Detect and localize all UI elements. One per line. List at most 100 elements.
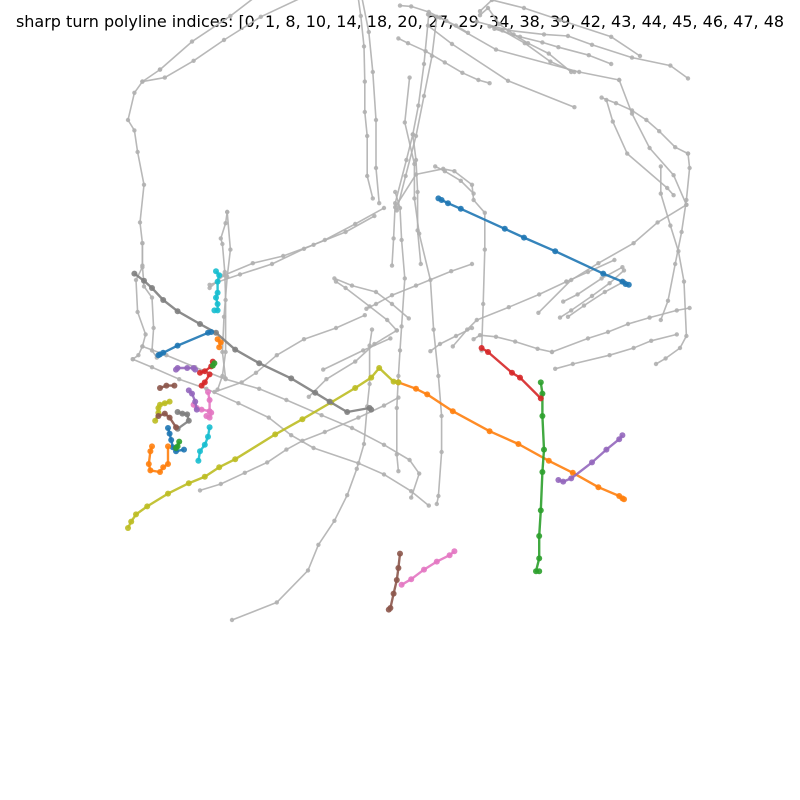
background-polyline-point: [585, 336, 591, 341]
background-polyline-point: [433, 164, 438, 169]
background-polyline-point: [685, 76, 691, 81]
background-polyline-point: [607, 281, 612, 286]
series-polyline-point: [213, 329, 219, 336]
background-polyline-point: [565, 33, 571, 39]
series-polyline-point: [395, 565, 402, 571]
background-polyline-33: [402, 75, 444, 507]
background-polyline-point: [412, 161, 417, 167]
background-polyline-point: [137, 220, 143, 225]
highlighted-polylines: [125, 195, 632, 613]
series-polyline-point: [205, 389, 211, 395]
series-polyline-point: [625, 281, 632, 288]
chart-title: sharp turn polyline indices: [0, 1, 8, 1…: [15, 12, 785, 31]
series-polyline-point: [390, 590, 397, 597]
series-polyline-point: [536, 568, 543, 575]
series-polyline-13: [209, 360, 218, 369]
background-polyline-point: [610, 119, 615, 124]
series-polyline-point: [449, 408, 456, 415]
background-polyline-line: [209, 207, 385, 286]
background-polyline-point: [397, 205, 403, 211]
background-polyline-point: [305, 568, 311, 573]
background-polyline-point: [405, 41, 411, 46]
series-polyline-26: [173, 438, 183, 451]
background-polyline-point: [493, 334, 499, 339]
background-polyline-point: [269, 261, 275, 267]
series-polyline-point: [157, 469, 163, 475]
background-polyline-point: [373, 165, 379, 171]
background-polyline-point: [556, 45, 561, 50]
background-polyline-point: [391, 236, 396, 241]
background-polyline-point: [367, 304, 372, 309]
background-polyline-point: [218, 236, 223, 241]
background-polyline-point: [417, 231, 422, 236]
series-polyline-point: [192, 398, 199, 405]
background-polyline-point: [394, 452, 399, 457]
background-polyline-point: [506, 28, 511, 33]
series-polyline-point: [393, 577, 400, 583]
series-polyline-point: [149, 443, 155, 450]
series-polyline-3: [478, 345, 544, 402]
background-polyline-point: [687, 165, 692, 171]
background-polyline-49: [599, 95, 691, 156]
background-polyline-point: [482, 210, 487, 215]
series-polyline-point: [174, 365, 181, 371]
background-polyline-point: [549, 349, 555, 355]
background-polyline-point: [449, 41, 455, 47]
background-polyline-36: [332, 276, 411, 321]
background-polyline-point: [605, 329, 611, 335]
background-polyline-point: [629, 111, 635, 116]
series-polyline-point: [537, 507, 544, 514]
series-polyline-point: [312, 389, 319, 396]
series-polyline-point: [206, 424, 213, 431]
series-polyline-point: [213, 268, 219, 275]
series-polyline-6: [398, 548, 458, 588]
background-polyline-point: [394, 405, 399, 411]
series-polyline-point: [165, 461, 171, 467]
background-polyline-1: [425, 23, 577, 110]
background-polyline-point: [471, 191, 476, 196]
series-polyline-point: [211, 360, 218, 367]
background-polyline-point: [485, 5, 491, 11]
series-polyline-11: [214, 336, 224, 351]
background-polyline-point: [393, 189, 398, 195]
series-polyline-point: [206, 397, 213, 403]
background-polyline-point: [373, 301, 379, 307]
background-polyline-point: [564, 279, 569, 284]
background-polyline-line: [132, 243, 147, 360]
background-polyline-point: [349, 425, 355, 431]
series-polyline-point: [147, 448, 154, 455]
series-polyline-point: [486, 428, 493, 435]
series-polyline-18: [174, 409, 192, 432]
background-polyline-point: [229, 617, 235, 623]
series-polyline-point: [600, 270, 607, 277]
background-polyline-point: [668, 223, 673, 228]
series-polyline-point: [619, 432, 626, 439]
series-polyline-point: [398, 581, 405, 588]
series-polyline-point: [208, 329, 215, 335]
background-polyline-48: [396, 36, 492, 86]
series-polyline-point: [211, 307, 218, 314]
background-polyline-45: [487, 24, 577, 75]
series-polyline-point: [501, 225, 508, 232]
series-polyline-8: [131, 270, 375, 415]
background-polyline-point: [413, 283, 419, 288]
background-polyline-point: [177, 377, 182, 382]
background-polyline-point: [434, 501, 439, 507]
series-polyline-point: [408, 576, 415, 583]
series-polyline-23: [185, 387, 200, 413]
series-polyline-point: [213, 294, 219, 301]
background-polyline-point: [362, 79, 367, 84]
series-polyline-point: [521, 234, 527, 241]
background-polyline-point: [140, 79, 145, 84]
series-polyline-point: [171, 382, 178, 389]
background-polyline-point: [332, 276, 337, 281]
background-polyline-9: [557, 268, 627, 320]
background-polyline-point: [207, 282, 212, 287]
background-polyline-point: [358, 13, 363, 19]
series-polyline-point: [176, 438, 183, 445]
background-polyline-point: [426, 503, 431, 508]
background-polyline-point: [141, 284, 147, 289]
background-polyline-point: [687, 305, 692, 311]
background-polyline-point: [228, 13, 233, 19]
background-polyline-point: [258, 14, 263, 19]
